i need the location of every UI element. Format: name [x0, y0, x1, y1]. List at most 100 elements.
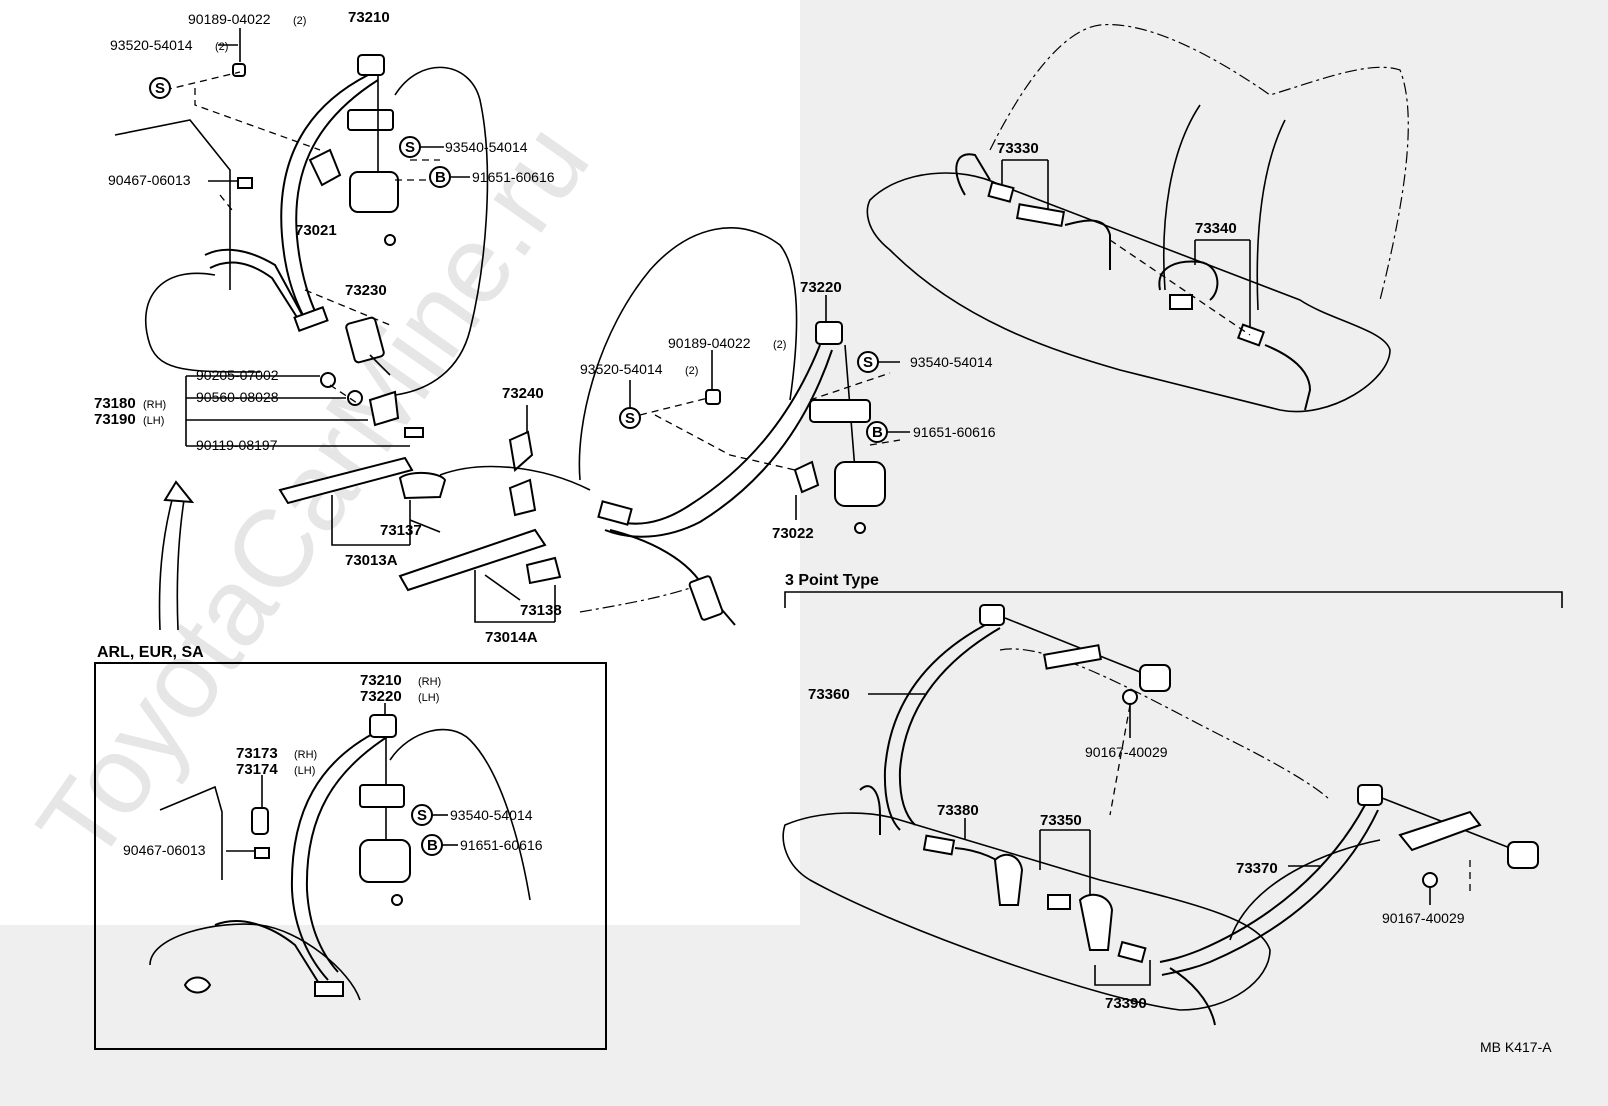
leader-dash-7 [329, 384, 361, 406]
shoulder-anchor-73220 [815, 321, 843, 345]
belt-webbing-lap [204, 248, 306, 321]
leader-73138 [484, 574, 521, 601]
label-90189-mid-qty: (2) [773, 339, 786, 351]
pillar-outline [114, 119, 231, 290]
label-90167-b: 90167-40029 [1382, 910, 1465, 926]
cover-73013a [278, 456, 414, 505]
nut-90205 [320, 372, 336, 388]
symbol-b-3-letter: B [427, 837, 438, 854]
label-73230: 73230 [345, 282, 387, 299]
label-90467-b: 90467-06013 [123, 842, 206, 858]
rear3-lap-73360 [859, 785, 881, 835]
label-73190: 73190 [94, 411, 136, 428]
rear-seat-cushion-outline [866, 172, 1391, 413]
label-91651-a: 91651-60616 [472, 169, 555, 185]
rear3-belt-73360-inner [898, 627, 1001, 826]
rear-belt-73340-tail [1264, 344, 1312, 411]
rear3-bolt-90167-b [1422, 872, 1438, 888]
box-belt-webbing [290, 729, 381, 981]
box-seat-back [389, 728, 531, 901]
label-73360: 73360 [808, 686, 850, 703]
label-90467-a: 90467-06013 [108, 172, 191, 188]
gray-background-right [800, 0, 1608, 1106]
front-seat-belt-assembly-left: S S B 90189-04022 (2) 73210 93520-54014 … [94, 9, 555, 453]
buckle-73230 [345, 316, 385, 364]
nut-90189-mid [705, 389, 721, 405]
label-73173: 73173 [236, 745, 278, 762]
seat-back-outline-right [578, 227, 798, 481]
belt-guide [347, 109, 394, 131]
cushion-outline-center [439, 465, 591, 491]
rear3-guide-73360 [1043, 644, 1102, 670]
rear-dash-1 [1109, 239, 1251, 336]
leader-73137 [409, 519, 441, 533]
rear-seat-divider-1 [1162, 104, 1201, 291]
label-73370: 73370 [1236, 860, 1278, 877]
label-73380: 73380 [937, 802, 979, 819]
rear-buckle-73330 [1015, 203, 1066, 228]
cover-73138 [525, 556, 562, 585]
label-73210: 73210 [348, 9, 390, 26]
rear3-plate-73390 [1117, 940, 1147, 964]
cover-73137 [398, 472, 447, 500]
retractor-body [349, 171, 399, 213]
leader-dash-2 [194, 88, 321, 151]
rear3-lap-73370 [1169, 967, 1216, 1026]
box-retractor-bolt [391, 894, 403, 906]
rear3-guide-73370 [1398, 810, 1482, 852]
rear-buckle-73340 [1169, 294, 1193, 310]
label-73350: 73350 [1040, 812, 1082, 829]
variant-box-frame [94, 662, 607, 1050]
rear3-seat-cushion-outline [782, 812, 1271, 1011]
label-73190-side: (LH) [143, 415, 164, 427]
seat-back-outline [394, 66, 489, 396]
box-retractor [359, 839, 411, 883]
label-73013a: 73013A [345, 552, 398, 569]
belt-webbing-upper-inner [295, 79, 379, 319]
bolt-90467-06013 [237, 177, 253, 189]
buckle-73230-strap [369, 354, 391, 376]
label-73137: 73137 [380, 522, 422, 539]
rear3-anchor-73360 [979, 604, 1005, 626]
bracket-73240 [508, 430, 534, 472]
bolt-90119 [404, 427, 424, 438]
rear3-seat-back-right [1229, 839, 1381, 941]
dash-mid-4 [869, 439, 901, 446]
upward-arrow [158, 480, 195, 631]
rear-seat-2-point-group: 73330 73340 [866, 23, 1409, 413]
rear-belt-73330-tail [1064, 219, 1111, 270]
section-title-arl-eur-sa: ARL, EUR, SA [97, 644, 204, 661]
symbol-b-2-letter: B [872, 424, 883, 441]
figure-code: MB K417-A [1480, 1039, 1552, 1055]
retractor-body-right [834, 461, 886, 507]
section-title-3-point-type: 3 Point Type [785, 572, 879, 589]
symbol-s-1 [149, 77, 171, 99]
rear-belt-73330-loop [955, 153, 991, 196]
belt-webbing-lap-inner [209, 261, 301, 323]
label-73180: 73180 [94, 395, 136, 412]
box-tongue-plate [314, 981, 344, 997]
shoulder-anchor-73210 [357, 54, 385, 76]
rear-belt-73340-loop [1158, 260, 1219, 301]
box-cover-73173 [251, 807, 269, 835]
label-73014a: 73014A [485, 629, 538, 646]
rear3-plate-73350 [1047, 894, 1071, 910]
symbol-s-2-letter: S [405, 139, 415, 156]
belt-webbing-upper [280, 74, 369, 326]
label-73220-box-side: (LH) [418, 692, 439, 704]
label-90560: 90560-08028 [196, 389, 279, 405]
label-90167-a: 90167-40029 [1085, 744, 1168, 760]
leader-dash-6 [304, 289, 391, 326]
label-73022: 73022 [772, 525, 814, 542]
anchor-bracket-73180 [368, 390, 400, 427]
rear3-retractor-73360 [1139, 664, 1171, 692]
bracket-73390 [1094, 960, 1151, 986]
label-90205: 90205-07002 [196, 367, 279, 383]
arrow-shaft-2 [176, 499, 185, 631]
label-91651-b: 91651-60616 [913, 424, 996, 440]
rear3-tongue-73380 [922, 834, 956, 856]
label-73390: 73390 [1105, 995, 1147, 1012]
three-point-bracket-top [784, 591, 1563, 608]
